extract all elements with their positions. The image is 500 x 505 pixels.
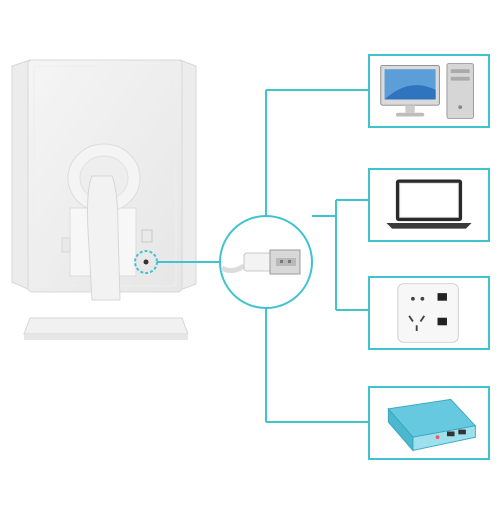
bracket-lines bbox=[265, 89, 368, 423]
wall-socket-icon bbox=[397, 283, 459, 343]
mirror-back-icon bbox=[11, 59, 197, 340]
power-bank-panel bbox=[368, 386, 490, 460]
laptop-panel bbox=[368, 168, 490, 242]
power-bank-icon bbox=[387, 398, 477, 452]
desktop-computer-icon bbox=[380, 63, 474, 119]
wall-socket-panel bbox=[368, 276, 490, 350]
desktop-computer-panel bbox=[368, 54, 490, 128]
laptop-icon bbox=[386, 179, 472, 229]
usb-port-dot bbox=[143, 259, 149, 265]
usb-cable-icon bbox=[219, 215, 313, 309]
